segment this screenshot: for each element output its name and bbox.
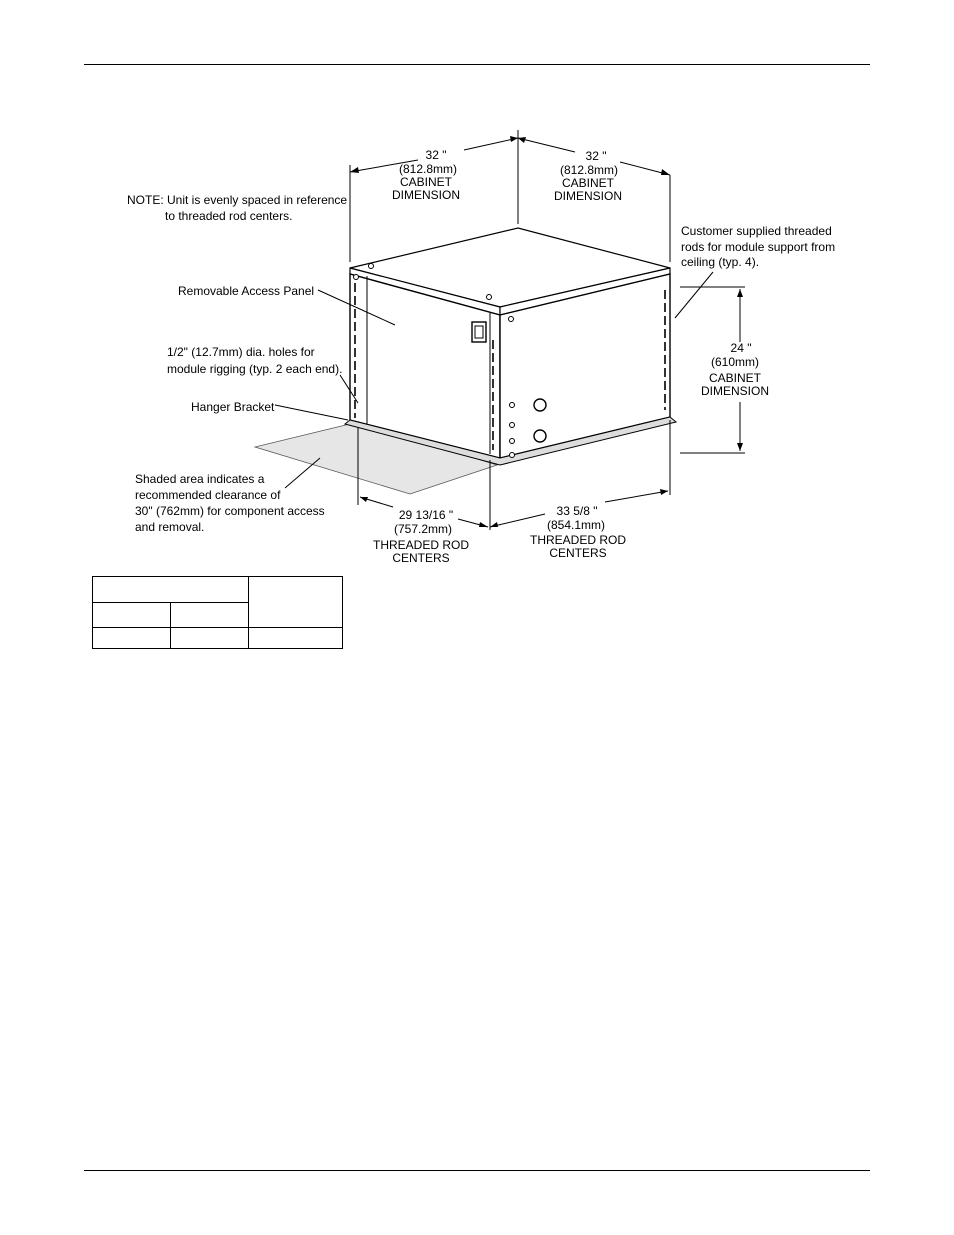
table-cell <box>248 627 343 649</box>
table-cell <box>170 627 249 649</box>
cabinet-right-dim-label2: DIMENSION <box>554 189 622 203</box>
cabinet-left-dim-label2: DIMENSION <box>392 188 460 202</box>
note-label-line2: to threaded rod centers. <box>165 209 292 223</box>
rod-left-dim-label1: THREADED ROD <box>373 538 469 552</box>
height-dim-value: 24 " <box>731 341 752 355</box>
customer-rods-label-line2: rods for module support from <box>681 240 835 254</box>
footer-rule <box>84 1170 870 1171</box>
rod-right-dim-value: 33 5/8 " <box>557 504 598 518</box>
customer-rods-label-line3: ceiling (typ. 4). <box>681 255 759 269</box>
customer-rods-label-line1: Customer supplied threaded <box>681 224 832 238</box>
rod-left-dim-value: 29 13/16 " <box>399 508 453 522</box>
table-cell <box>248 576 343 628</box>
rod-right-dim-mm: (854.1mm) <box>547 518 605 532</box>
hanger-bracket-label: Hanger Bracket <box>191 400 275 414</box>
shaded-area-label-line4: and removal. <box>135 520 204 534</box>
table-cell <box>92 627 171 649</box>
rod-right-dim-label2: CENTERS <box>549 546 606 560</box>
cabinet-unit <box>343 227 678 466</box>
table-cell <box>92 602 171 628</box>
cabinet-right-dim-mm: (812.8mm) <box>560 163 618 177</box>
note-label-line1: NOTE: Unit is evenly spaced in reference <box>127 193 347 207</box>
rod-left-dim-mm: (757.2mm) <box>394 522 452 536</box>
cabinet-left-dim-value: 32 " <box>426 148 447 162</box>
rigging-holes-label-line2: module rigging (typ. 2 each end). <box>167 362 342 376</box>
rod-right-dim-label1: THREADED ROD <box>530 533 626 547</box>
cabinet-right-dim-value: 32 " <box>586 149 607 163</box>
height-dim-label2: DIMENSION <box>701 384 769 398</box>
shaded-area-label-line3: 30" (762mm) for component access <box>135 504 325 518</box>
shaded-area-label-line2: recommended clearance of <box>135 488 281 502</box>
table-cell <box>92 576 249 603</box>
cabinet-left-dim-mm: (812.8mm) <box>399 162 457 176</box>
rigging-holes-label-line1: 1/2" (12.7mm) dia. holes for <box>167 345 315 359</box>
arrowheads <box>350 136 743 527</box>
shaded-area-label-line1: Shaded area indicates a <box>135 472 265 486</box>
empty-dimension-table <box>92 576 343 649</box>
height-dim-label1: CABINET <box>709 371 762 385</box>
rod-left-dim-label2: CENTERS <box>392 551 449 565</box>
cabinet-right-dim-label1: CABINET <box>562 176 615 190</box>
access-panel-label: Removable Access Panel <box>178 284 314 298</box>
table-cell <box>170 602 249 628</box>
header-rule <box>84 64 870 65</box>
height-dim-mm: (610mm) <box>711 355 759 369</box>
cabinet-left-dim-label1: CABINET <box>400 175 453 189</box>
